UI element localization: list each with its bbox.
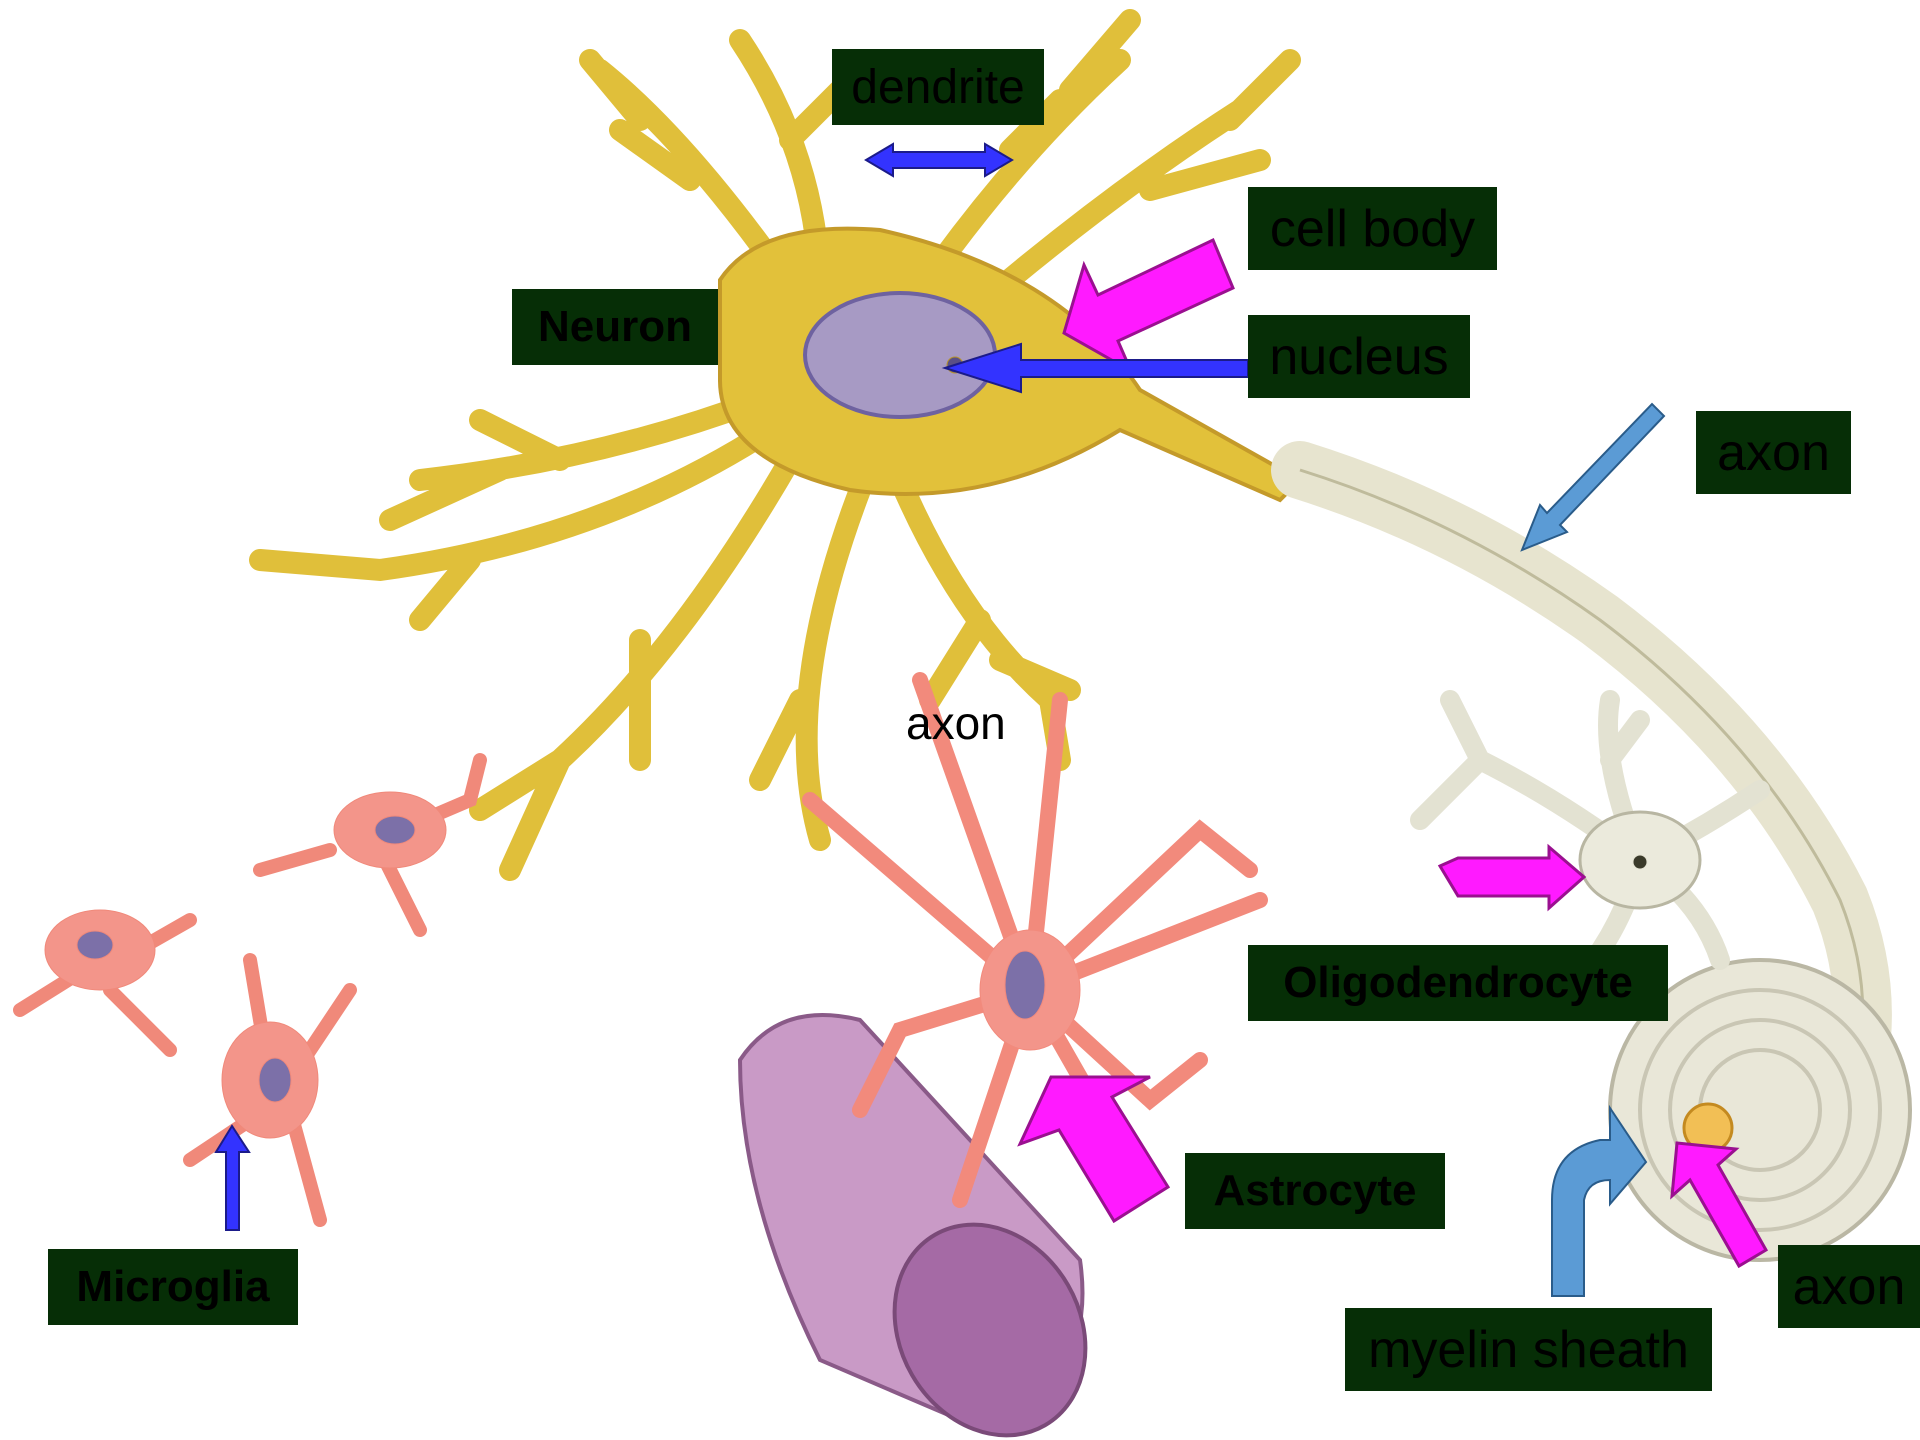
neuron-cell	[260, 20, 1300, 870]
label-astrocyte: Astrocyte	[1185, 1153, 1445, 1229]
label-axon-top: axon	[1696, 411, 1851, 494]
label-oligodendrocyte: Oligodendrocyte	[1248, 945, 1668, 1021]
arrow-axon-top	[1522, 404, 1664, 550]
label-cell-body: cell body	[1248, 187, 1497, 270]
label-myelin-sheath: myelin sheath	[1345, 1308, 1712, 1391]
label-nucleus: nucleus	[1248, 315, 1470, 398]
label-neuron: Neuron	[512, 289, 718, 365]
arrow-dendrite	[866, 144, 1012, 176]
label-axon-bottom: axon	[1778, 1245, 1920, 1328]
label-axon-middle: axon	[906, 696, 1006, 750]
label-dendrite: dendrite	[832, 49, 1044, 125]
arrow-oligodendrocyte	[1440, 847, 1584, 908]
label-microglia: Microglia	[48, 1249, 298, 1325]
microglia-cells	[20, 760, 480, 1220]
